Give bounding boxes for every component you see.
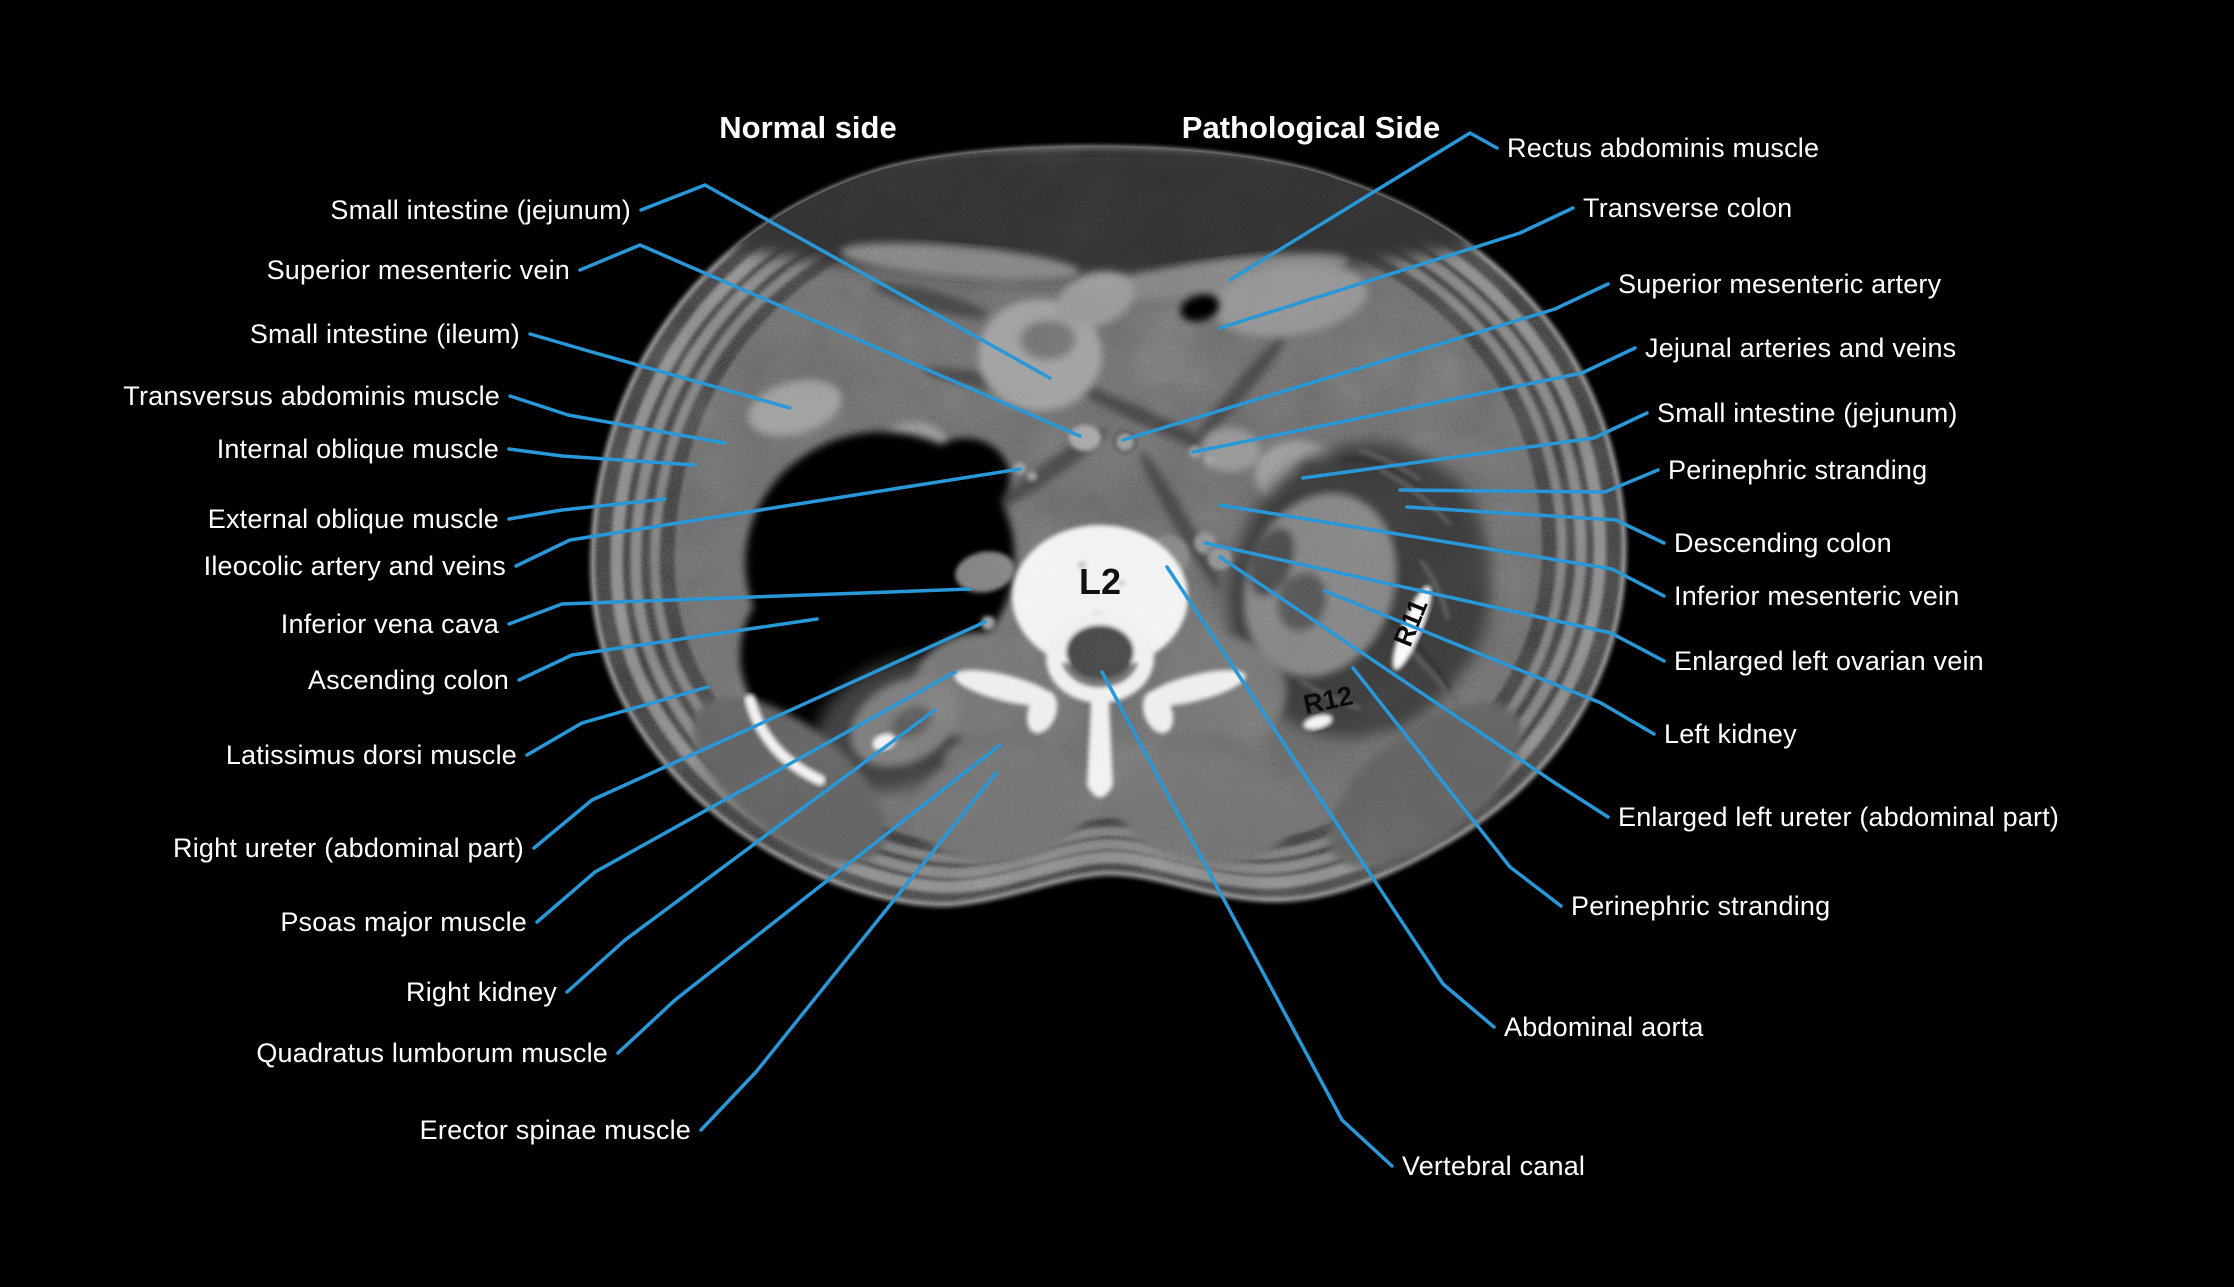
- annotation-label: Small intestine (jejunum): [1657, 398, 1958, 428]
- annotation-label: Left kidney: [1664, 719, 1797, 749]
- ct-grain-texture: [591, 147, 1625, 906]
- annotation-label: Ileocolic artery and veins: [203, 551, 506, 581]
- annotation-label: Rectus abdominis muscle: [1507, 133, 1820, 163]
- annotation-label: Inferior mesenteric vein: [1674, 581, 1960, 611]
- annotation-label: Small intestine (jejunum): [330, 195, 631, 225]
- annotation-label: Enlarged left ureter (abdominal part): [1618, 802, 2060, 832]
- annotation-label: Right ureter (abdominal part): [173, 833, 524, 863]
- annotation-label: Right kidney: [406, 977, 557, 1007]
- annotation-label: Ascending colon: [307, 665, 509, 695]
- annotation-label: Transverse colon: [1583, 193, 1793, 223]
- annotation-label: Perinephric stranding: [1571, 891, 1831, 921]
- pathological-side-title: Pathological Side: [1181, 110, 1441, 145]
- annotation-label: Enlarged left ovarian vein: [1674, 646, 1984, 676]
- annotation-label: Erector spinae muscle: [419, 1115, 691, 1145]
- annotation-label: Abdominal aorta: [1504, 1012, 1704, 1042]
- annotation-label: External oblique muscle: [207, 504, 499, 534]
- annotation-label: Psoas major muscle: [280, 907, 527, 937]
- annotation-label: Latissimus dorsi muscle: [225, 740, 517, 770]
- annotation-label: Inferior vena cava: [280, 609, 499, 639]
- annotation-label: Jejunal arteries and veins: [1645, 333, 1957, 363]
- annotation-label: Quadratus lumborum muscle: [256, 1038, 608, 1068]
- annotation-label: Superior mesenteric vein: [266, 255, 570, 285]
- annotation-label: Small intestine (ileum): [249, 319, 520, 349]
- annotation-label: Perinephric stranding: [1668, 455, 1928, 485]
- annotation-label: Superior mesenteric artery: [1618, 269, 1942, 299]
- annotation-label: Internal oblique muscle: [216, 434, 499, 464]
- annotation-label: Descending colon: [1674, 528, 1892, 558]
- normal-side-title: Normal side: [719, 110, 897, 145]
- annotation-label: Vertebral canal: [1402, 1151, 1586, 1181]
- annotation-label: Transversus abdominis muscle: [123, 381, 500, 411]
- vertebra-l2-label: L2: [1079, 561, 1121, 602]
